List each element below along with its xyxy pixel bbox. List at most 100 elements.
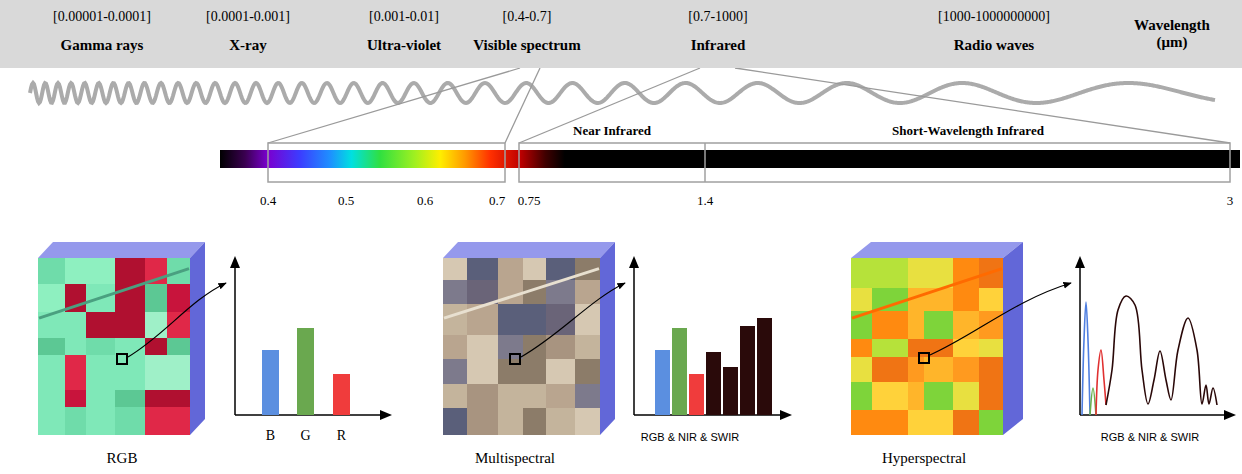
tick-label: 0.75 — [518, 194, 541, 209]
zoom-lines — [268, 68, 1230, 143]
field-patch — [851, 382, 872, 410]
field-patch — [86, 407, 115, 435]
band-range: [0.4-0.7] — [503, 9, 552, 25]
text-slot: [0.7-1000] — [688, 9, 748, 25]
field-patch — [546, 335, 575, 359]
field-patch — [924, 382, 953, 410]
text-slot: R — [337, 428, 346, 444]
cube-top — [851, 242, 1023, 258]
field-patch — [467, 335, 498, 359]
bar — [297, 328, 314, 415]
rgb-cube — [38, 242, 205, 435]
panel-caption: Hyperspectral — [882, 450, 966, 467]
bar — [706, 352, 721, 415]
field-patch — [523, 384, 546, 408]
multispectral-bars — [655, 318, 772, 415]
field-patch — [924, 258, 953, 288]
bar — [723, 367, 738, 415]
field-patch — [115, 312, 145, 338]
axis-head — [629, 256, 639, 268]
field-patch — [908, 410, 924, 435]
field-patch — [979, 382, 1003, 410]
text-slot: Wavelength (μm) — [1128, 17, 1216, 52]
field-patch — [953, 288, 979, 311]
field-patch — [115, 407, 145, 435]
field-patch — [523, 359, 546, 384]
cube-top — [38, 242, 205, 258]
axis-head — [380, 410, 392, 420]
visible-frame — [268, 143, 505, 182]
cube-top — [443, 242, 615, 258]
pointer-arrow — [521, 283, 625, 357]
axis-head — [1075, 256, 1085, 268]
field-patch — [523, 408, 546, 435]
text-slot: [0.001-0.01] — [369, 9, 439, 25]
band-name: X-ray — [229, 37, 267, 54]
spectrum-bar — [220, 150, 1240, 168]
field-patch — [38, 355, 65, 390]
text-slot: Ultra-violet — [367, 37, 441, 54]
field-patch — [851, 357, 872, 382]
field-patch — [953, 311, 979, 339]
axis-unit: Wavelength (μm) — [1128, 17, 1216, 52]
cube-side — [600, 242, 615, 435]
field-patch — [145, 284, 167, 312]
field-patch — [145, 390, 167, 407]
pointer-arrow — [128, 283, 226, 357]
axis-head — [1224, 410, 1236, 420]
bar — [262, 350, 279, 415]
text-slot: Multispectral — [475, 450, 555, 467]
text-slot: G — [300, 428, 310, 444]
text-slot: 0.6 — [417, 194, 433, 209]
text-slot: 3 — [1227, 194, 1234, 209]
panel-caption: Multispectral — [475, 450, 555, 467]
band-range: [0.7-1000] — [688, 9, 748, 25]
field-patch — [851, 410, 872, 435]
field-patch — [65, 407, 86, 435]
field-patch — [443, 359, 467, 384]
field-patch — [953, 357, 979, 382]
text-slot: RGB — [107, 450, 138, 467]
axis-heads — [230, 256, 1236, 420]
panel-caption: RGB — [107, 450, 138, 467]
tick-label: 1.4 — [697, 194, 713, 209]
field-patch — [908, 311, 924, 339]
field-patch — [872, 288, 908, 311]
text-slot: RGB & NIR & SWIR — [1101, 431, 1199, 444]
field-patch — [498, 384, 523, 408]
pixel-marker — [510, 354, 520, 364]
band-range: [0.00001-0.0001] — [53, 9, 151, 25]
field-patch — [575, 304, 600, 335]
spectrum-band: [0.00001-0.0001]Gamma rays[0.0001-0.001]… — [0, 0, 1242, 68]
band-name: Ultra-violet — [367, 37, 441, 54]
text-slot: 0.75 — [518, 194, 541, 209]
text-slot: 0.4 — [260, 194, 276, 209]
band-range: [0.001-0.01] — [369, 9, 439, 25]
text-slot: 1.4 — [697, 194, 713, 209]
field-patch — [167, 407, 190, 435]
field-patch — [167, 338, 190, 355]
field-patch — [872, 258, 908, 288]
bar — [655, 350, 670, 415]
field-patch — [523, 258, 546, 280]
tick-label: 3 — [1227, 194, 1234, 209]
pixel-marker — [117, 354, 127, 364]
field-patch — [115, 355, 145, 390]
text-slot: 0.7 — [489, 194, 505, 209]
band-range: [0.0001-0.001] — [206, 9, 290, 25]
field-patch — [872, 410, 908, 435]
field-patch — [851, 288, 872, 311]
field-patch — [145, 338, 167, 355]
field-patch — [443, 408, 467, 435]
bar-label: B — [266, 428, 275, 444]
band-name: Visible spectrum — [473, 37, 580, 54]
field-patch — [523, 335, 546, 359]
field-patch — [38, 338, 65, 355]
field-patch — [145, 355, 167, 390]
tick-label: 0.5 — [338, 194, 354, 209]
text-slot: 0.5 — [338, 194, 354, 209]
pixel-marker — [919, 353, 929, 363]
field-patch — [979, 288, 1003, 311]
road-line — [39, 269, 189, 319]
field-patch — [65, 390, 86, 407]
